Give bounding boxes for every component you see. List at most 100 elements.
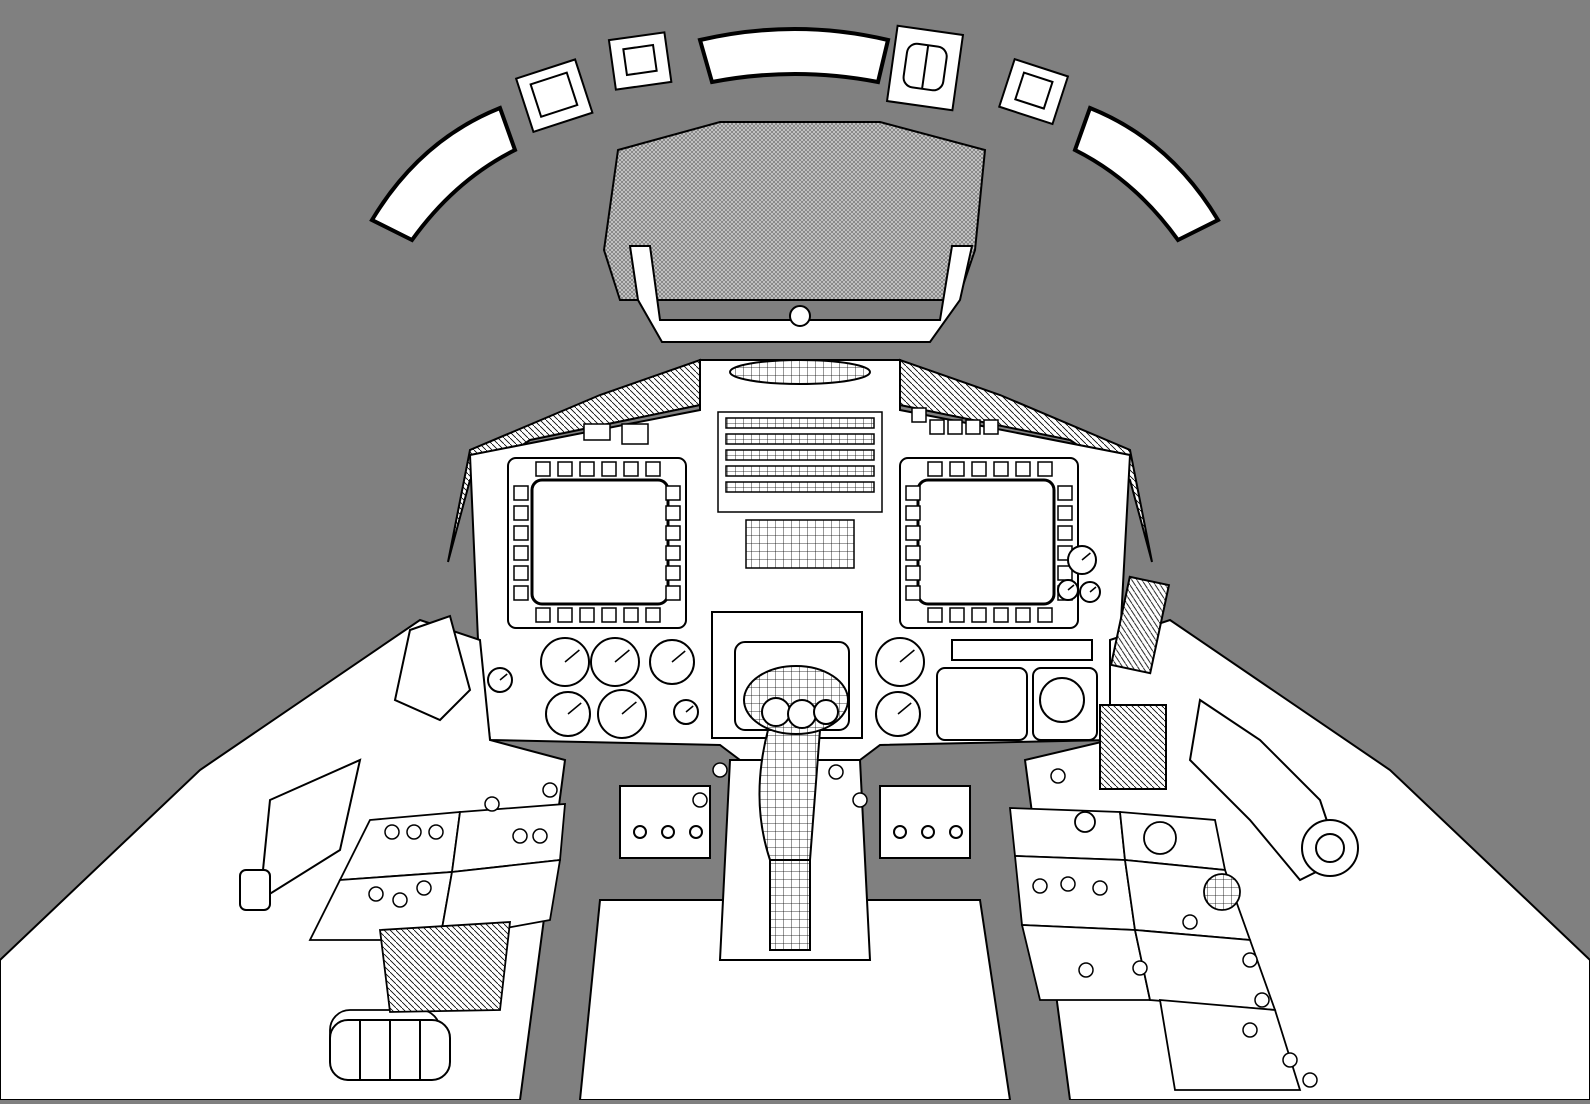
bezel-button bbox=[513, 565, 529, 581]
bezel-button bbox=[993, 607, 1009, 623]
console-knob bbox=[1242, 952, 1258, 968]
bezel-button bbox=[665, 585, 681, 601]
gauge-needle bbox=[1081, 552, 1091, 561]
gauge-needle bbox=[1067, 584, 1075, 591]
bezel-button bbox=[1037, 607, 1053, 623]
bezel-button bbox=[971, 607, 987, 623]
bezel-button bbox=[971, 461, 987, 477]
bezel-button bbox=[535, 461, 551, 477]
console-knobs bbox=[368, 762, 1318, 1088]
console-knob bbox=[392, 892, 408, 908]
console-knob bbox=[1078, 962, 1094, 978]
mirror-brackets bbox=[514, 24, 1070, 134]
console-knob bbox=[1050, 768, 1066, 784]
gauge-needle bbox=[671, 650, 686, 663]
gauge-needle bbox=[564, 649, 580, 663]
hud-combiner bbox=[602, 121, 987, 343]
gauge-needle bbox=[614, 649, 630, 663]
bezel-button bbox=[513, 505, 529, 521]
bezel-button bbox=[665, 485, 681, 501]
mirror-left-inner bbox=[607, 31, 673, 91]
right-canopy-rail bbox=[1099, 575, 1359, 882]
bezel-button bbox=[535, 607, 551, 623]
bezel-button bbox=[513, 585, 529, 601]
leg-rests bbox=[619, 785, 971, 859]
bezel-button bbox=[905, 545, 921, 561]
console-knob bbox=[428, 824, 444, 840]
round-gauges bbox=[487, 545, 1101, 739]
bezel-button bbox=[949, 607, 965, 623]
console-knob bbox=[1302, 1072, 1318, 1088]
console-knob bbox=[512, 828, 528, 844]
right-console bbox=[1008, 807, 1302, 1091]
up-front-control bbox=[717, 411, 883, 569]
control-stick bbox=[743, 665, 849, 951]
bezel-button bbox=[579, 607, 595, 623]
bezel-button bbox=[623, 607, 639, 623]
bezel-button bbox=[665, 565, 681, 581]
bezel-button bbox=[513, 525, 529, 541]
mirror-left-outer bbox=[514, 58, 594, 134]
console-knob bbox=[416, 880, 432, 896]
console-knob bbox=[828, 764, 844, 780]
canopy-frame bbox=[369, 27, 1221, 243]
bezel-button bbox=[1057, 485, 1073, 501]
bezel-button bbox=[927, 607, 943, 623]
console-knob bbox=[1060, 876, 1076, 892]
standby-instruments bbox=[936, 639, 1098, 741]
mirror-right-outer bbox=[997, 57, 1070, 126]
mfd-left bbox=[507, 457, 687, 629]
bezel-button bbox=[1057, 505, 1073, 521]
console-knob bbox=[852, 792, 868, 808]
throttle bbox=[329, 1019, 451, 1081]
console-knob bbox=[542, 782, 558, 798]
gauge-needle bbox=[685, 705, 694, 713]
mirror-right-box bbox=[885, 24, 965, 112]
bezel-button bbox=[601, 461, 617, 477]
console-knob bbox=[712, 762, 728, 778]
console-knob bbox=[1032, 878, 1048, 894]
bezel-button bbox=[557, 607, 573, 623]
bezel-button bbox=[1057, 525, 1073, 541]
bezel-button bbox=[665, 545, 681, 561]
gauge-needle bbox=[899, 649, 915, 663]
mfd-right bbox=[899, 457, 1079, 629]
console-knob bbox=[368, 886, 384, 902]
bezel-button bbox=[665, 505, 681, 521]
gauge-needle bbox=[897, 702, 912, 715]
bezel-button bbox=[557, 461, 573, 477]
bezel-button bbox=[905, 585, 921, 601]
console-knob bbox=[406, 824, 422, 840]
console-knob bbox=[1242, 1022, 1258, 1038]
console-knob bbox=[1282, 1052, 1298, 1068]
console-knob bbox=[692, 792, 708, 808]
bezel-button bbox=[927, 461, 943, 477]
bezel-button bbox=[993, 461, 1009, 477]
left-canopy-rail bbox=[239, 614, 472, 911]
bezel-button bbox=[905, 565, 921, 581]
bezel-button bbox=[645, 461, 661, 477]
gauge-needle bbox=[499, 673, 508, 681]
bezel-button bbox=[601, 607, 617, 623]
console-knob bbox=[1254, 992, 1270, 1008]
bezel-button bbox=[513, 485, 529, 501]
gauge-needle bbox=[1089, 586, 1097, 593]
bezel-button bbox=[905, 525, 921, 541]
console-knob bbox=[384, 824, 400, 840]
bezel-button bbox=[1015, 607, 1031, 623]
bezel-button bbox=[665, 525, 681, 541]
console-knob bbox=[1132, 960, 1148, 976]
gauge-needle bbox=[621, 701, 637, 715]
bezel-button bbox=[949, 461, 965, 477]
bezel-button bbox=[645, 607, 661, 623]
gauge-needle bbox=[567, 702, 582, 715]
console-knob bbox=[484, 796, 500, 812]
console-knob bbox=[1182, 914, 1198, 930]
canopy-segment-left bbox=[369, 105, 518, 243]
bezel-button bbox=[579, 461, 595, 477]
bezel-button bbox=[513, 545, 529, 561]
console-knob bbox=[532, 828, 548, 844]
bezel-button bbox=[905, 505, 921, 521]
